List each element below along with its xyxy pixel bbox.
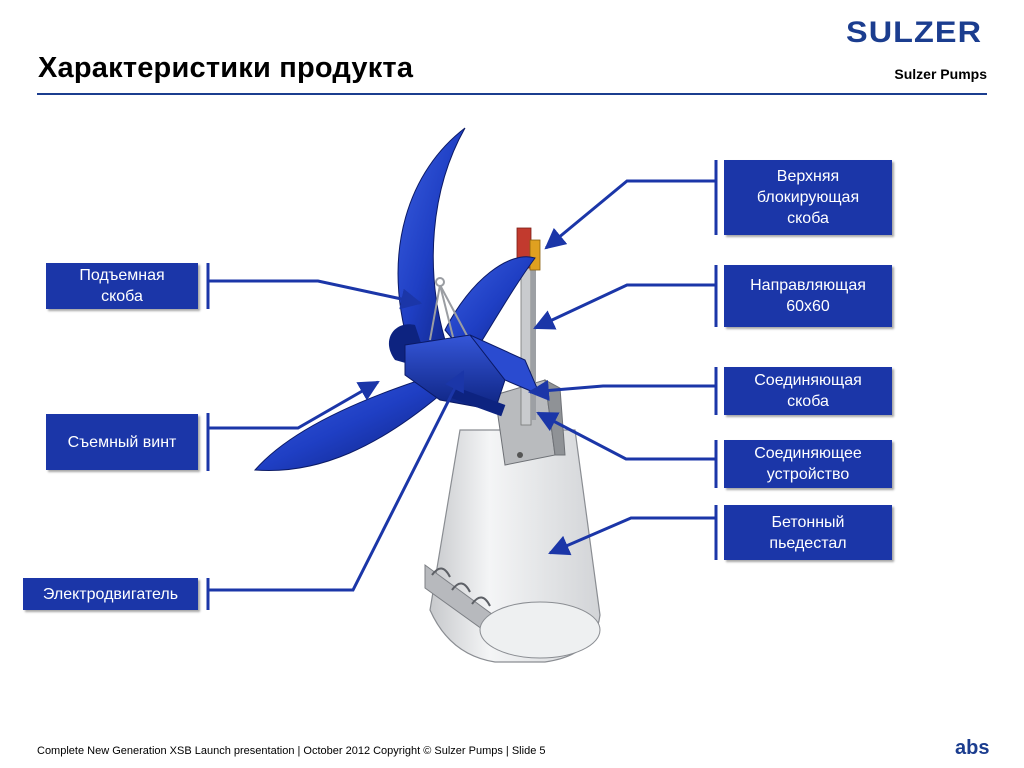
leader-ticks — [206, 160, 718, 610]
leader-concrete-pedestal — [548, 516, 716, 556]
label-guide-rail: Направляющая 60х60 — [724, 265, 892, 327]
label-motor: Электродвигатель — [23, 578, 198, 610]
leader-motor — [208, 370, 465, 592]
label-concrete-pedestal: Бетонный пьедестал — [724, 505, 892, 560]
label-motor-text: Электродвигатель — [42, 585, 179, 603]
leader-guide-rail — [533, 283, 716, 330]
label-lifting-bracket-text: Подъемная скоба — [79, 267, 165, 305]
page-title: Характеристики продукта — [38, 52, 414, 84]
label-connecting-bracket-text: Соединяющая скоба — [754, 372, 862, 410]
leader-connecting-bracket — [527, 379, 716, 401]
header-subtitle: Sulzer Pumps — [894, 66, 987, 82]
propeller-graphic — [253, 127, 536, 472]
label-guide-rail-text: Направляющая 60х60 — [750, 277, 866, 315]
label-connecting-device: Соединяющее устройство — [724, 440, 892, 488]
concrete-pedestal-graphic — [424, 429, 601, 663]
abs-logo: abs — [955, 737, 989, 758]
label-removable-propeller: Съемный винт — [46, 414, 198, 470]
leader-lines — [208, 179, 716, 592]
abs-logo-text: abs — [955, 737, 989, 758]
label-concrete-pedestal-text: Бетонный пьедестал — [769, 513, 847, 552]
footer-text: Complete New Generation XSB Launch prese… — [37, 745, 546, 757]
label-upper-locking-bracket: Верхняя блокирующая скоба — [724, 160, 892, 235]
label-removable-propeller-text: Съемный винт — [67, 433, 177, 451]
motor-graphic — [404, 334, 541, 417]
leader-lifting-bracket — [208, 279, 423, 310]
label-connecting-device-text: Соединяющее устройство — [754, 445, 862, 483]
leader-upper-locking-bracket — [544, 179, 716, 250]
leader-connecting-device — [536, 411, 716, 461]
leader-removable-propeller — [208, 380, 380, 430]
sulzer-logo: SULZER — [846, 16, 983, 49]
label-connecting-bracket: Соединяющая скоба — [724, 367, 892, 415]
label-lifting-bracket: Подъемная скоба — [46, 263, 198, 309]
label-upper-locking-bracket-text: Верхняя блокирующая скоба — [756, 168, 860, 227]
header-divider — [37, 93, 987, 95]
